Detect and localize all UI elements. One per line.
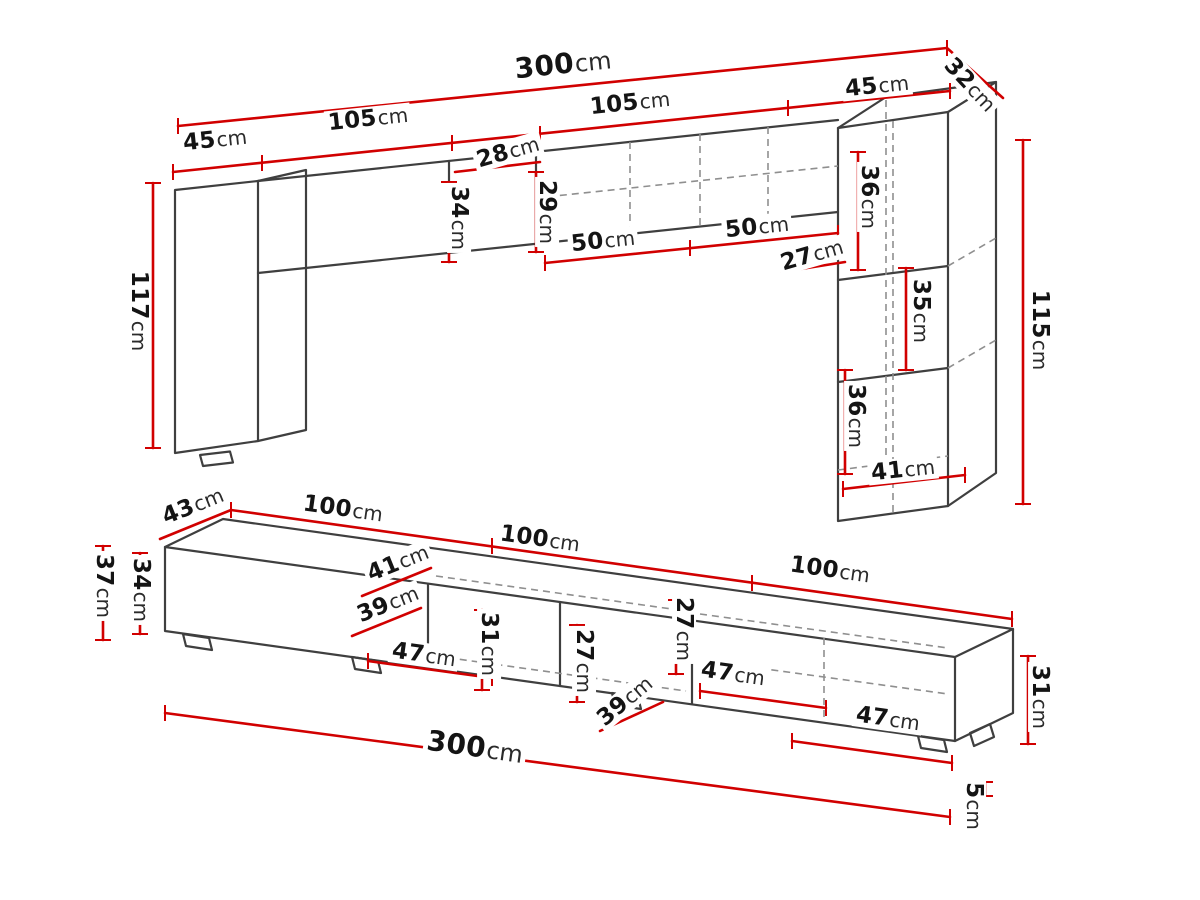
dim-unit: cm xyxy=(547,528,582,557)
dim-lower-body-height: 34cm xyxy=(128,554,155,626)
dim-lower-inner-height-b: 27cm xyxy=(571,625,598,697)
dim-value: 35 xyxy=(908,278,935,312)
dim-value: 45 xyxy=(181,126,217,157)
dim-unit: cm xyxy=(1028,339,1053,371)
dim-unit: cm xyxy=(129,591,154,623)
dim-value: 36 xyxy=(843,383,870,417)
dim-value: 29 xyxy=(534,179,561,213)
upper-unit-hidden-lines xyxy=(535,100,997,513)
dim-value: 47 xyxy=(390,637,427,668)
dim-value: 27 xyxy=(571,628,598,662)
dim-lower-inner-height-a: 31cm xyxy=(476,608,503,680)
dim-value: 27 xyxy=(671,596,698,630)
dim-unit: cm xyxy=(909,312,934,344)
dim-value: 31 xyxy=(476,611,503,645)
dim-lower-inner-height-c: 27cm xyxy=(671,593,698,665)
dim-value: 115 xyxy=(1027,289,1054,339)
dim-value: 50 xyxy=(569,227,605,258)
dim-unit: cm xyxy=(1028,698,1053,730)
dim-value: 45 xyxy=(843,72,879,103)
dim-upper-right-section-bottom: 36cm xyxy=(843,380,870,452)
dim-unit: cm xyxy=(484,736,525,769)
dim-unit: cm xyxy=(603,225,637,253)
dim-value: 47 xyxy=(854,701,891,732)
dim-value: 47 xyxy=(699,656,736,687)
dim-unit: cm xyxy=(447,219,472,251)
dim-value: 105 xyxy=(588,89,641,121)
dim-upper-left-height: 117cm xyxy=(126,267,153,355)
dim-unit: cm xyxy=(903,454,937,482)
dim-unit: cm xyxy=(376,102,410,130)
dim-unit: cm xyxy=(857,198,882,230)
dim-unit: cm xyxy=(844,417,869,449)
dim-upper-height-right-inner: 29cm xyxy=(534,176,561,248)
dim-unit: cm xyxy=(423,643,458,672)
dim-upper-right-section-middle: 35cm xyxy=(908,275,935,347)
dim-unit: cm xyxy=(837,559,872,588)
dim-upper-height-left-inner: 34cm xyxy=(446,182,473,254)
dim-unit: cm xyxy=(877,70,911,98)
dimension-ticks xyxy=(95,40,1036,825)
dim-upper-right-section-top: 36cm xyxy=(856,161,883,233)
dim-unit: cm xyxy=(732,662,767,691)
dim-lower-foot-height: 5cm xyxy=(961,779,988,833)
dim-unit: cm xyxy=(127,320,152,352)
dim-unit: cm xyxy=(350,498,385,527)
upper-unit-outline xyxy=(173,80,998,523)
dim-value: 34 xyxy=(128,557,155,591)
dim-value: 41 xyxy=(869,456,905,487)
dim-unit: cm xyxy=(757,211,791,239)
dim-unit: cm xyxy=(962,799,987,830)
dimension-lines xyxy=(101,46,1030,819)
dim-value: 31 xyxy=(1027,664,1054,698)
dim-value: 300 xyxy=(513,46,576,86)
dim-lower-total-height: 37cm xyxy=(91,550,118,622)
dim-value: 34 xyxy=(446,185,473,219)
dim-unit: cm xyxy=(92,587,117,619)
dim-value: 117 xyxy=(126,270,153,320)
dim-value: 50 xyxy=(723,213,759,244)
dim-value: 36 xyxy=(856,164,883,198)
dim-unit: cm xyxy=(572,662,597,694)
dim-value: 37 xyxy=(91,553,118,587)
dim-unit: cm xyxy=(535,213,560,245)
dim-unit: cm xyxy=(573,46,613,78)
dim-value: 105 xyxy=(326,105,379,137)
dim-upper-right-height: 115cm xyxy=(1027,286,1054,374)
dim-lower-right-height: 31cm xyxy=(1027,661,1054,733)
dim-unit: cm xyxy=(638,86,672,114)
dim-unit: cm xyxy=(477,645,502,677)
dim-unit: cm xyxy=(215,124,249,152)
dim-unit: cm xyxy=(672,630,697,662)
dim-value: 5 xyxy=(961,782,988,799)
dim-unit: cm xyxy=(887,707,922,736)
